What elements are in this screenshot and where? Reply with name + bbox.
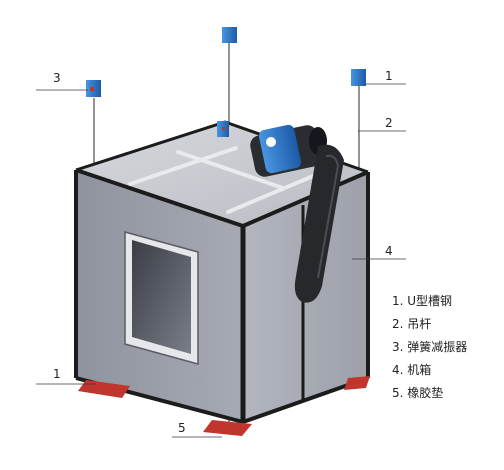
legend-item: 4. 机箱 [392,363,432,377]
callout-5: 5 [178,421,186,435]
component-legend: 1. U型槽钢 2. 吊杆 3. 弹簧减振器 4. 机箱 5. 橡胶垫 [392,290,467,405]
belt-guard-highlight [317,154,340,279]
legend-item: 1. U型槽钢 [392,294,453,308]
spring-vibrator-left [86,80,101,97]
legend-item: 3. 弹簧减振器 [392,340,468,354]
callout-leaders [36,83,406,438]
rubber-pads [78,376,370,436]
callout-2: 2 [385,116,393,130]
belt-guard [294,144,344,303]
callout-1-bottom: 1 [53,367,61,381]
spring-vibrator-inner [217,121,229,137]
spring-vibrator-top [222,27,237,43]
inspection-window [124,231,199,365]
callout-4: 4 [385,244,393,258]
callout-1-top: 1 [385,69,393,83]
fan-motor [250,124,327,177]
callout-3: 3 [53,71,61,85]
legend-item: 5. 橡胶垫 [392,386,444,400]
legend-item: 2. 吊杆 [392,317,432,331]
spring-vibrator-right [351,69,366,86]
